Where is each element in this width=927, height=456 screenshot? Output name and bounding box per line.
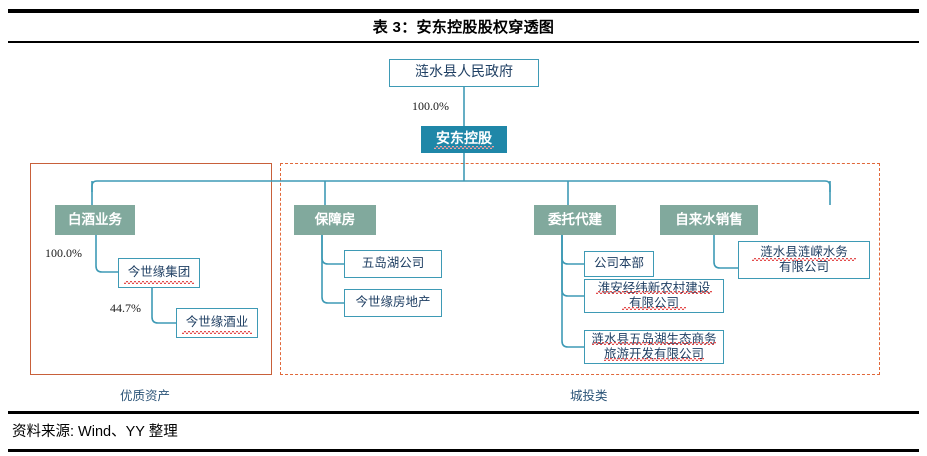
group-frame-quality-assets	[30, 163, 272, 375]
node-lianrong-water[interactable]: 涟水县涟嵘水务 有限公司	[738, 241, 870, 279]
group-caption-urban-investment: 城投类	[570, 389, 608, 403]
footer-rule-top	[8, 411, 919, 414]
node-government[interactable]: 涟水县人民政府	[389, 59, 539, 87]
group-frame-urban-investment	[280, 163, 880, 375]
node-lianshui-wudaohu-tourism[interactable]: 涟水县五岛湖生态商务 旅游开发有限公司	[584, 330, 724, 364]
source-note: 资料来源: Wind、YY 整理	[12, 424, 178, 440]
node-construction-segment[interactable]: 委托代建	[534, 205, 616, 235]
group-caption-quality-assets: 优质资产	[120, 389, 171, 403]
node-jinshiyuan-realestate[interactable]: 今世缘房地产	[344, 289, 442, 317]
node-jinshiyuan-liquor[interactable]: 今世缘酒业	[176, 308, 258, 338]
header-rule-bottom	[8, 41, 919, 43]
node-headquarters[interactable]: 公司本部	[584, 251, 654, 277]
node-holding[interactable]: 安东控股	[421, 126, 507, 153]
node-wudaohu[interactable]: 五岛湖公司	[344, 250, 442, 278]
node-huaian-jingwei[interactable]: 淮安经纬新农村建设 有限公司	[584, 279, 724, 313]
edge-label-government-holding: 100.0%	[412, 99, 449, 113]
edge-label-group-liquorco: 44.7%	[110, 301, 141, 315]
node-housing-segment[interactable]: 保障房	[294, 205, 376, 235]
header-rule-top	[8, 9, 919, 13]
figure-title: 表 3：安东控股股权穿透图	[372, 19, 555, 36]
node-liquor-segment[interactable]: 白酒业务	[55, 205, 135, 235]
footer-rule-bottom	[8, 449, 919, 452]
node-jinshiyuan-group[interactable]: 今世缘集团	[118, 258, 200, 288]
node-water-segment[interactable]: 自来水销售	[660, 205, 758, 235]
edge-label-liquor-group: 100.0%	[45, 246, 82, 260]
